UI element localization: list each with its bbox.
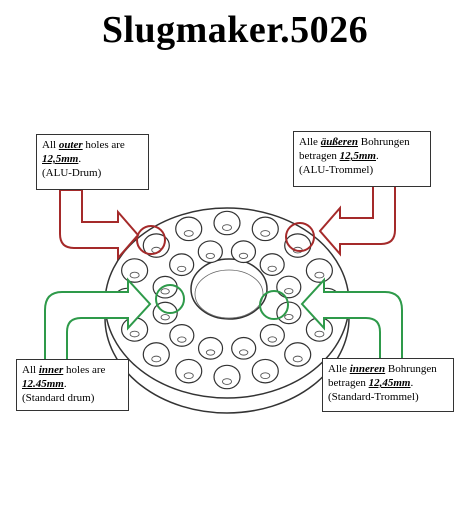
outer-hole-bottom xyxy=(221,224,232,231)
callout-emphasis: outer xyxy=(58,139,83,151)
callout-emphasis: inner xyxy=(38,364,64,376)
inner-hole xyxy=(276,275,302,299)
callout-text: . xyxy=(410,377,414,389)
outer-hole xyxy=(251,358,279,384)
inner-hole-bottom xyxy=(205,252,215,260)
inner-hole xyxy=(169,324,195,347)
callout-size: 12.45mm xyxy=(22,378,64,390)
outer-hole xyxy=(142,233,170,258)
inner-hole-bottom xyxy=(284,313,294,321)
outer-hole xyxy=(175,216,203,242)
inner-hole xyxy=(276,301,302,325)
inner-hole-highlight-right xyxy=(259,290,289,320)
outer-hole-highlight-left xyxy=(136,225,166,255)
chamber-holes xyxy=(113,210,341,390)
outer-hole-bottom xyxy=(221,378,232,385)
inner-arrow-left xyxy=(44,277,152,363)
inner-hole-bottom xyxy=(160,288,170,295)
inner-hole-bottom xyxy=(205,349,216,356)
inner-hole-bottom xyxy=(239,349,249,356)
inner-hole-bottom xyxy=(177,336,187,343)
center-bore xyxy=(190,258,268,320)
outer-hole xyxy=(142,342,170,367)
callout-text: betragen xyxy=(328,377,369,389)
inner-hole-bottom xyxy=(177,265,187,272)
callout-text: . xyxy=(376,150,379,162)
inner-hole-bottom xyxy=(267,336,277,343)
callout-note: (ALU-Drum) xyxy=(42,167,102,179)
callout-inner-de: Alle inneren Bohrungen betragen 12,45mm.… xyxy=(322,358,454,412)
callout-text: All xyxy=(42,139,59,151)
outer-hole-bottom xyxy=(129,271,140,279)
inner-hole-bottom xyxy=(238,252,249,259)
callout-size: 12,45mm xyxy=(368,377,411,389)
callout-text: Bohrungen xyxy=(357,136,410,148)
inner-hole xyxy=(259,253,285,276)
outer-hole-bottom xyxy=(260,372,271,379)
outer-hole xyxy=(284,342,312,367)
outer-hole-bottom xyxy=(129,330,140,338)
outer-hole xyxy=(305,258,333,283)
outer-hole-bottom xyxy=(151,355,162,363)
callout-size: 12,5mm xyxy=(339,150,376,162)
outer-hole-bottom xyxy=(292,355,303,363)
callout-outer-en: All outer holes are 12,5mm. (ALU-Drum) xyxy=(36,134,149,190)
callout-text: Bohrungen xyxy=(385,363,437,375)
outer-hole-bottom xyxy=(183,230,194,237)
outer-hole xyxy=(251,216,279,242)
callout-text: All xyxy=(22,364,39,376)
outer-arrow-right xyxy=(318,185,396,257)
callout-note: (Standard-Trommel) xyxy=(328,391,419,403)
callout-text: holes are xyxy=(63,364,106,376)
callout-note: (Standard drum) xyxy=(22,392,95,404)
callout-size: 12,5mm xyxy=(42,153,79,165)
inner-hole-bottom xyxy=(160,314,170,321)
callout-text: betragen xyxy=(299,150,340,162)
callout-text: . xyxy=(63,378,67,390)
inner-hole-highlight-left xyxy=(155,284,185,314)
outer-hole-bottom xyxy=(314,330,325,338)
callout-emphasis: inneren xyxy=(349,363,386,375)
outer-hole xyxy=(213,210,241,236)
inner-arrow-right xyxy=(300,277,403,363)
page-title: Slugmaker.5026 xyxy=(101,9,369,51)
inner-hole xyxy=(230,240,257,264)
outer-hole-bottom xyxy=(314,271,325,279)
outer-hole-bottom xyxy=(183,372,194,379)
inner-hole-bottom xyxy=(284,288,294,295)
outer-hole xyxy=(175,358,203,384)
inner-hole xyxy=(231,336,257,360)
inner-hole xyxy=(197,336,224,360)
callout-outer-de: Alle äußeren Bohrungen betragen 12,5mm. … xyxy=(293,131,431,187)
callout-emphasis: äußeren xyxy=(320,136,358,148)
callout-text: Alle xyxy=(299,136,321,148)
outer-arrow-left xyxy=(59,189,140,261)
callout-text: . xyxy=(78,153,82,165)
inner-hole xyxy=(169,253,195,277)
outer-hole-highlight-right xyxy=(285,222,315,252)
callout-inner-en: All inner holes are 12.45mm. (Standard d… xyxy=(16,359,129,411)
inner-hole xyxy=(197,240,223,264)
callout-text: holes are xyxy=(82,139,125,151)
callout-note: (ALU-Trommel) xyxy=(299,164,374,176)
center-bore-inner xyxy=(194,269,264,319)
outer-hole xyxy=(121,258,149,283)
inner-hole-bottom xyxy=(267,265,277,272)
outer-hole xyxy=(213,364,241,390)
outer-hole-bottom xyxy=(260,230,271,237)
callout-text: Alle xyxy=(328,363,350,375)
inner-hole xyxy=(259,323,285,347)
